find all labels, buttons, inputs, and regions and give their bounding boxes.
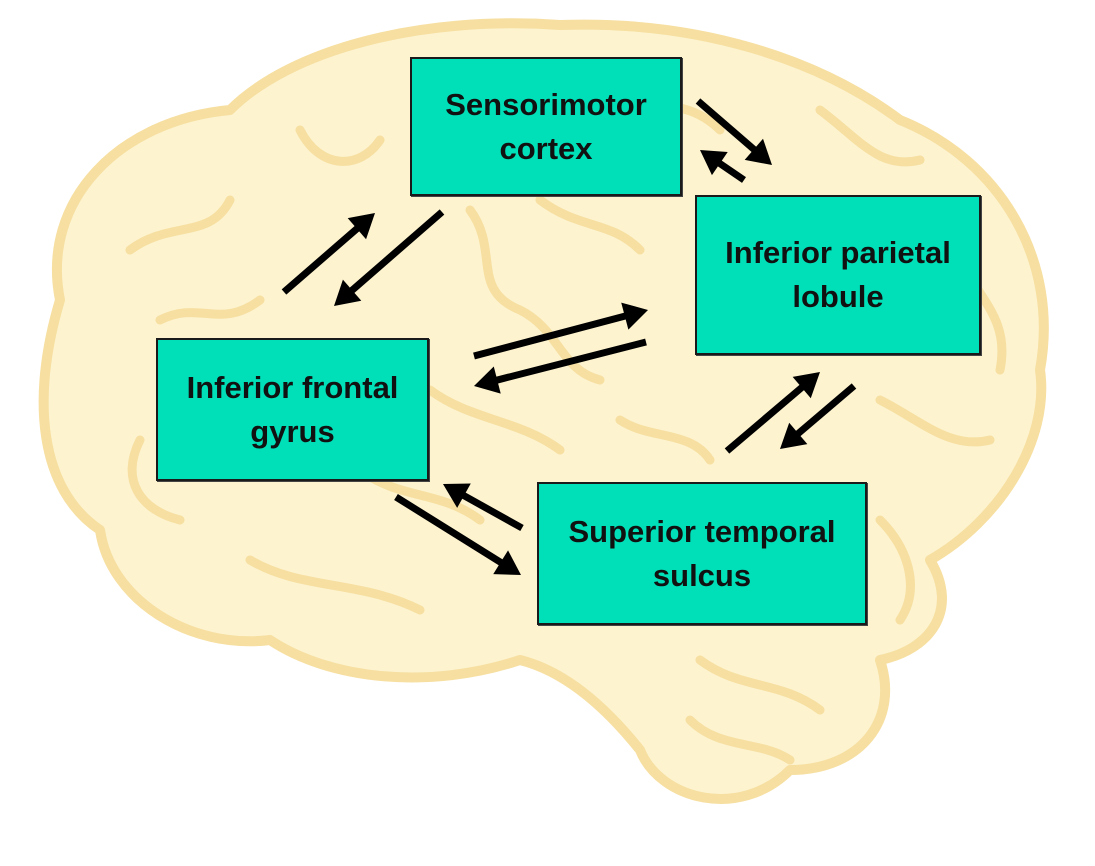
arrow-shaft [797,386,854,435]
node-inferior-parietal-lobule: Inferior parietal lobule [695,195,981,355]
arrow-shaft [462,495,522,528]
arrow-shaft [718,162,744,180]
node-superior-temporal-sulcus: Superior temporal sulcus [537,482,867,625]
arrow-parietal-to-sensorimotor [700,150,744,180]
node-label: Sensorimotor cortex [445,83,647,171]
arrow-head [621,303,648,330]
arrow-shaft [284,227,358,292]
arrow-temporal-to-parietal [727,372,820,451]
node-label: Superior temporal sulcus [569,510,836,598]
arrow-frontal-to-temporal [396,497,521,575]
node-label: Inferior frontal gyrus [187,366,399,454]
arrow-sensorimotor-to-frontal [334,212,442,306]
arrow-shaft [698,101,755,151]
arrow-head [474,366,501,393]
arrow-temporal-to-frontal [443,483,522,528]
node-inferior-frontal-gyrus: Inferior frontal gyrus [156,338,429,481]
node-label: Inferior parietal lobule [725,231,951,319]
node-sensorimotor-cortex: Sensorimotor cortex [410,57,682,196]
